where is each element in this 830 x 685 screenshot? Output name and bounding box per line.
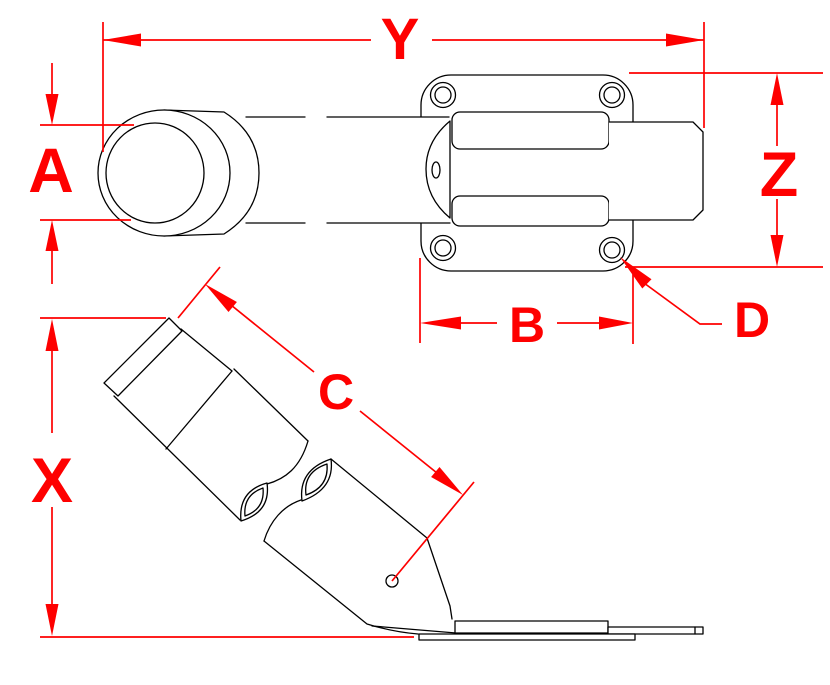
dim-C-line	[230, 304, 438, 474]
break-lens-lower-inner	[305, 463, 328, 496]
tube-end-outer-face	[97, 109, 231, 237]
dimension-Y: Y	[102, 7, 705, 152]
dim-B-extension-lines	[419, 258, 634, 344]
tube-end-bore	[105, 122, 205, 224]
dim-X-extension-lines	[40, 317, 414, 638]
collar-step-line	[165, 370, 233, 450]
mounting-holes	[429, 81, 626, 264]
dim-Z-extension-lines	[625, 72, 823, 268]
dimension-Z: Z	[625, 72, 823, 268]
dim-B-arrow-left	[420, 316, 461, 330]
break-s-curve-lower	[263, 499, 302, 542]
rail-tube-right-end	[608, 121, 704, 221]
dimension-B: B	[419, 258, 634, 353]
dim-label-Z: Z	[760, 140, 798, 210]
dim-D-leader	[643, 282, 722, 325]
hole-bottom-right-inner	[603, 241, 621, 259]
break-s-curve-upper	[266, 440, 309, 485]
rail-tube-edges	[245, 116, 451, 224]
hole-top-left-outer	[429, 81, 457, 109]
dim-D-arrow	[620, 257, 652, 289]
dim-C-extension-bottom-leader	[391, 481, 475, 582]
dim-C-extension-top	[177, 266, 221, 319]
clamp-strap-top	[451, 111, 610, 150]
dim-A-arrow-top	[45, 94, 59, 125]
dim-label-A: A	[28, 136, 74, 206]
dim-B-arrow-right	[599, 316, 633, 330]
top-view	[97, 74, 704, 272]
hole-bottom-left-inner	[434, 239, 452, 257]
lower-tube-left-edge	[263, 540, 419, 635]
hole-top-right-inner	[603, 86, 621, 104]
dimension-A: A	[28, 63, 134, 284]
lower-tube-right-edge	[330, 458, 453, 620]
clamp-strap-bottom	[451, 195, 610, 227]
dim-Y-arrow-right	[666, 33, 704, 47]
hole-top-right-outer	[598, 81, 626, 109]
break-lens-lower-outer	[300, 458, 333, 502]
dim-A-extension-lines	[40, 124, 134, 221]
dim-label-C: C	[318, 364, 354, 420]
side-view	[103, 317, 704, 641]
base-bar-right	[607, 626, 704, 635]
dim-A-arrow-bottom	[45, 220, 59, 251]
dim-X-arrow-top	[45, 319, 59, 351]
angled-tube-end-rim	[103, 317, 183, 397]
hole-top-left-inner	[434, 86, 452, 104]
dim-label-Y: Y	[381, 7, 420, 72]
base-bar-mid	[454, 620, 609, 634]
dim-Z-arrow-top	[770, 73, 784, 105]
base-plate-bottom	[418, 633, 636, 641]
dim-label-B: B	[509, 297, 545, 353]
upper-tube-right-edge	[180, 328, 233, 372]
hole-bottom-left-outer	[429, 234, 457, 262]
dim-C-arrow-top	[205, 284, 237, 312]
dim-Z-arrow-bottom	[770, 235, 784, 267]
foot-bottom-edge	[371, 625, 457, 634]
dim-label-X: X	[31, 446, 73, 516]
dimension-X: X	[31, 317, 414, 638]
rail-tube-body-mask	[246, 117, 449, 223]
dim-Y-arrow-left	[103, 33, 141, 47]
dim-X-arrow-bottom	[45, 604, 59, 636]
collar-right-edge	[233, 368, 309, 442]
sleeve-slot	[431, 161, 441, 179]
break-lens-upper-outer	[240, 482, 269, 522]
upper-tube-left-edge	[113, 395, 241, 521]
dimension-D: D	[620, 257, 770, 348]
dim-label-D: D	[734, 292, 770, 348]
dim-C-arrow-bottom	[431, 467, 463, 495]
clamp-sleeve-end	[425, 120, 451, 219]
hole-bottom-right-outer	[598, 236, 626, 264]
break-lens-upper-inner	[244, 487, 264, 517]
dimension-C: C	[177, 266, 475, 582]
